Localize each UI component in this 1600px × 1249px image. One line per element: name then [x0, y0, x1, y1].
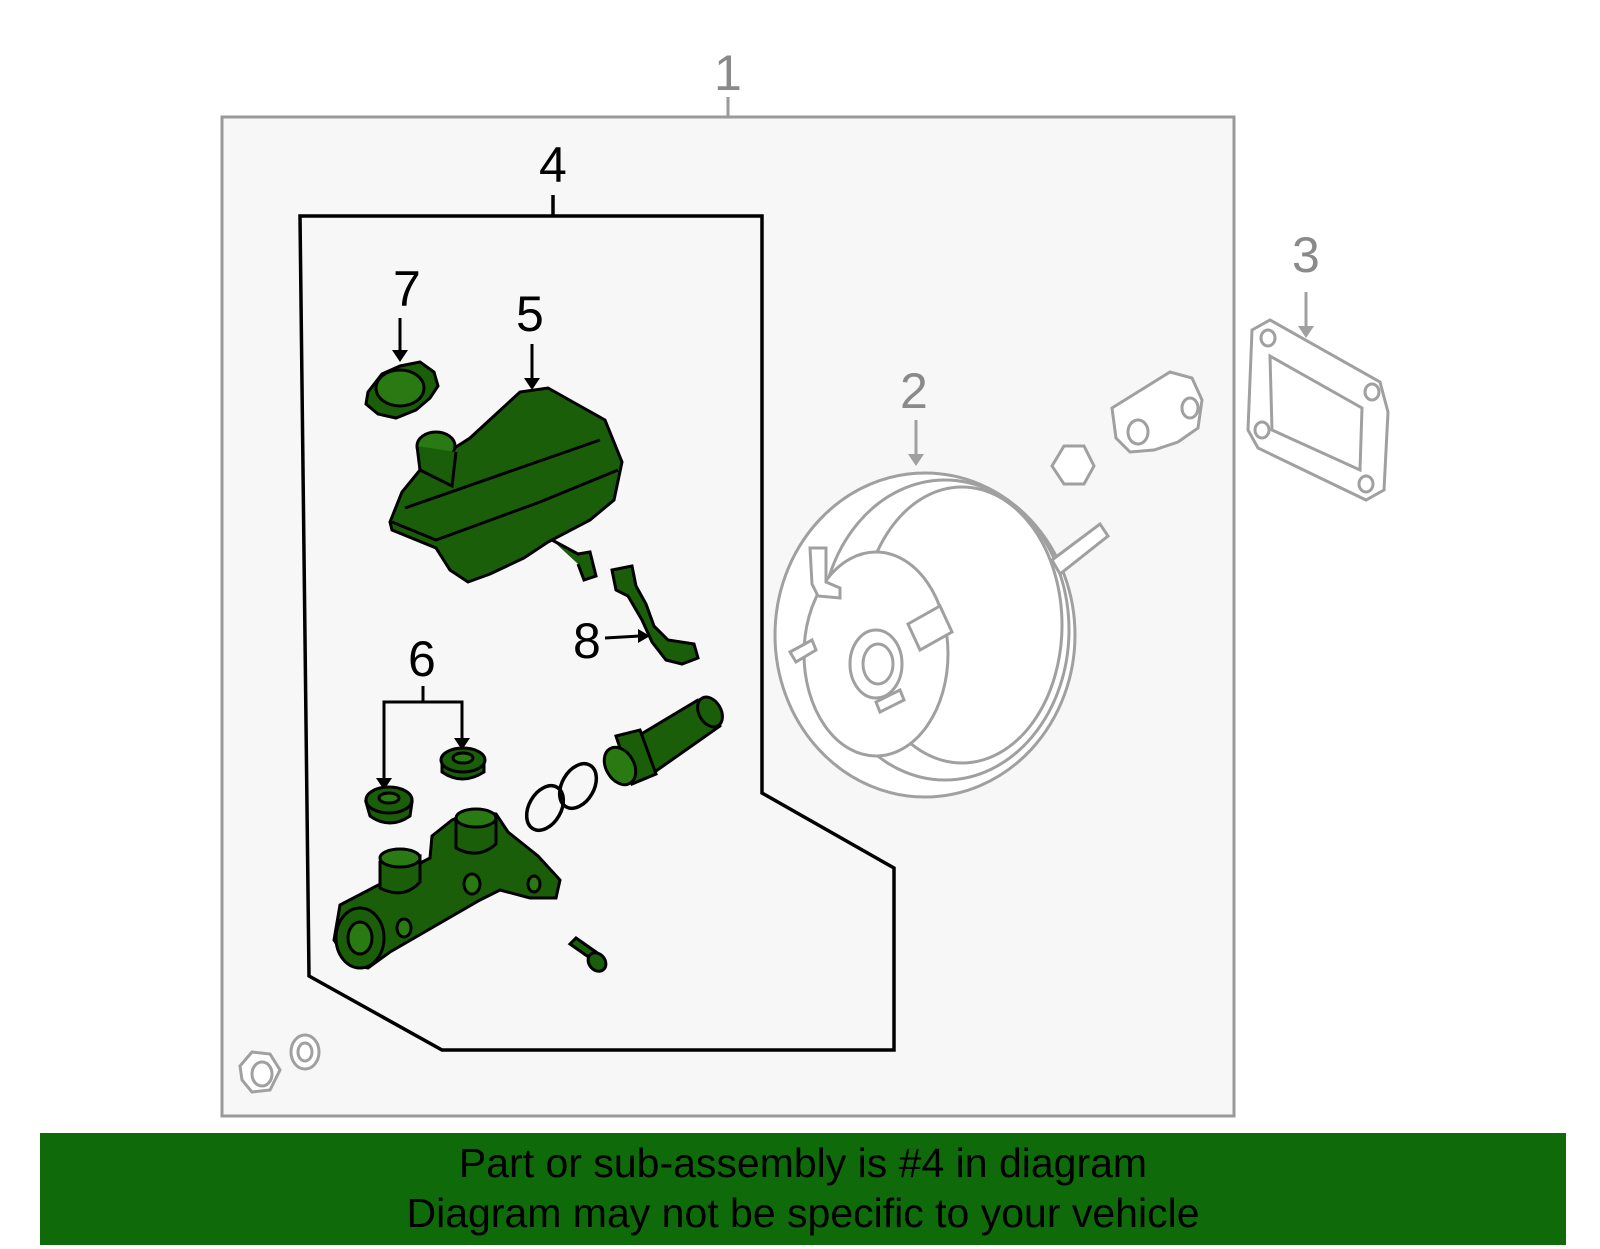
callout-3-arrowhead: [1298, 326, 1314, 338]
hose-part: [610, 564, 700, 666]
banner-line-2: Diagram may not be specific to your vehi…: [406, 1190, 1200, 1236]
callout-8: 8: [573, 613, 601, 669]
callout-6-leader: [382, 700, 464, 780]
master-cylinder-part: [332, 807, 562, 970]
grommet-part-left: [364, 785, 414, 825]
callout-6-arrowhead-right: [454, 738, 470, 750]
callout-3: 3: [1292, 227, 1320, 283]
clevis-part: [1110, 370, 1204, 454]
callout-6-arrowhead-left: [376, 778, 392, 790]
piston-part: [602, 695, 724, 787]
callout-1: 1: [714, 45, 742, 101]
callout-7: 7: [393, 261, 421, 317]
gasket-part: [1246, 318, 1390, 502]
brake-booster-part: [773, 471, 1111, 799]
callout-2-arrowhead: [908, 454, 924, 466]
callout-5: 5: [516, 286, 544, 342]
assembly-frame: [220, 115, 1236, 1118]
nut-and-washer-part: [238, 1033, 321, 1094]
banner-line-1: Part or sub-assembly is #4 in diagram: [458, 1140, 1148, 1186]
reservoir-part: [388, 386, 624, 584]
bolt-part: [567, 936, 608, 973]
callout-8-arrowhead: [638, 629, 650, 643]
callout-4: 4: [539, 137, 567, 193]
callout-6: 6: [408, 631, 436, 687]
hex-nut-part: [1050, 444, 1096, 486]
subassembly-4-boundary: [298, 214, 896, 1052]
callout-2: 2: [900, 363, 928, 419]
grommet-part-right: [439, 746, 487, 781]
callout-8-leader: [604, 634, 641, 640]
callout-7-arrowhead: [392, 350, 408, 362]
reservoir-cap-part: [364, 360, 440, 420]
o-ring-parts: [524, 761, 599, 833]
callout-5-arrowhead: [524, 378, 540, 390]
info-banner: Part or sub-assembly is #4 in diagram Di…: [40, 1133, 1566, 1245]
